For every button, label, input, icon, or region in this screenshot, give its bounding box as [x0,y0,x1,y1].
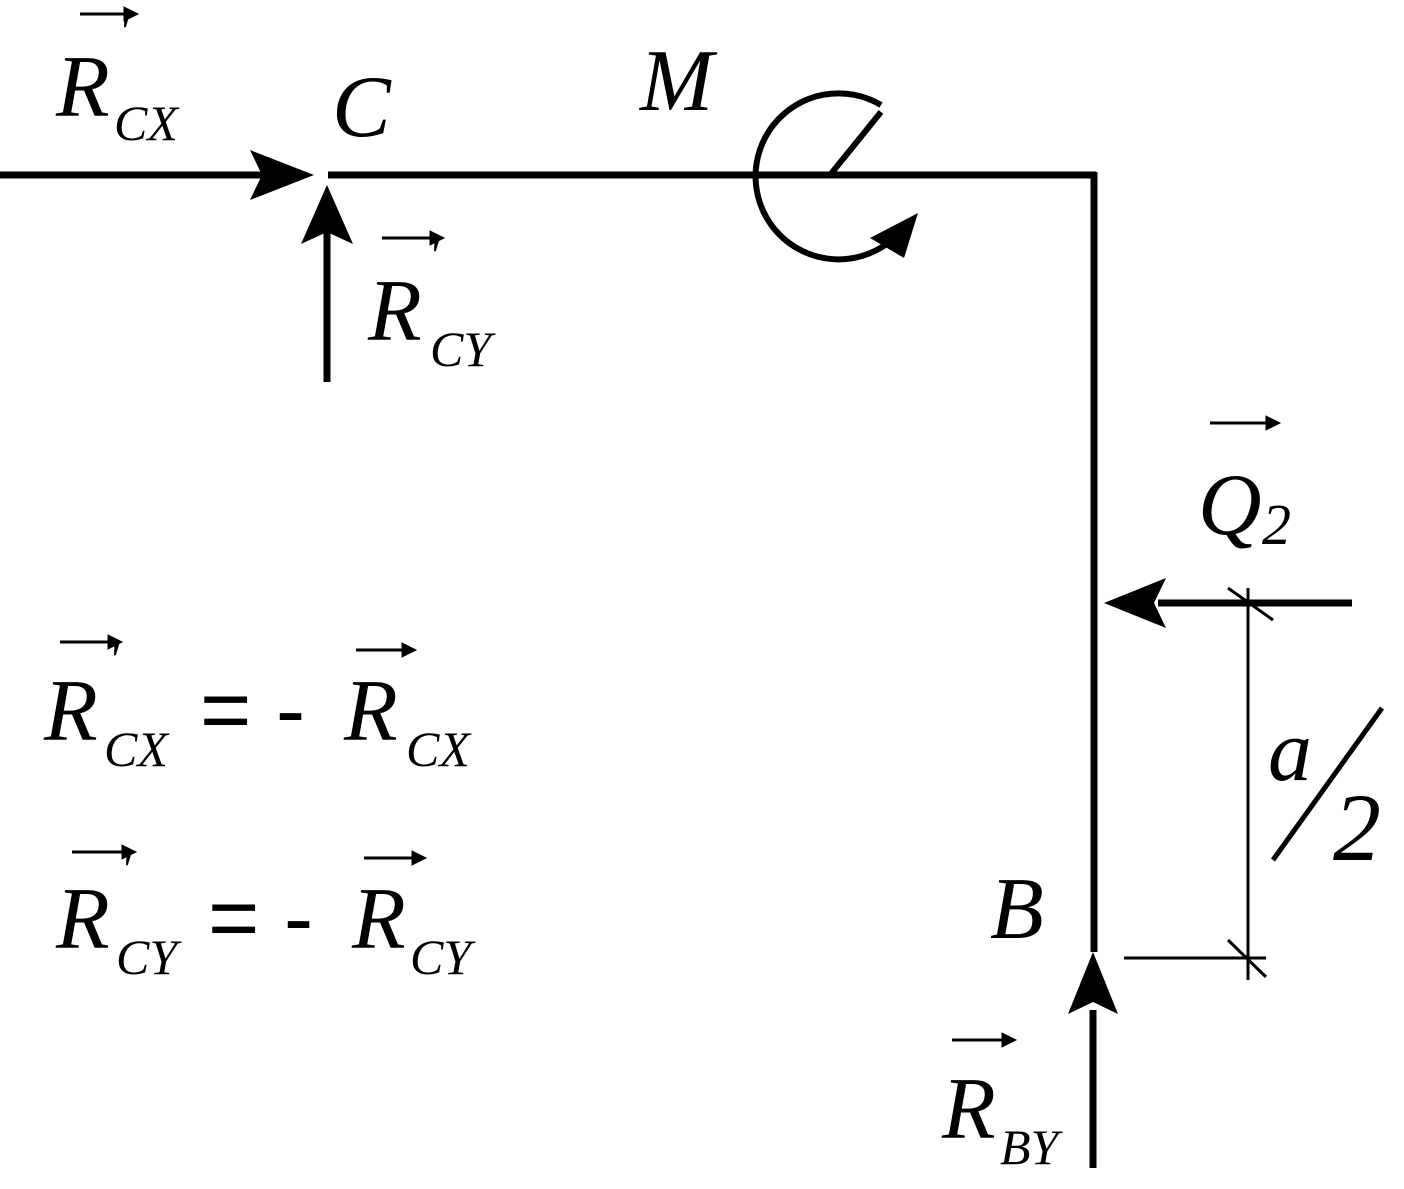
svg-text:': ' [120,841,132,897]
svg-text:R: R [343,663,398,760]
svg-text:CY: CY [116,929,182,985]
force-rcx-prime-arrow [0,150,314,200]
dimension-denominator: 2 [1333,774,1381,881]
svg-text:': ' [108,631,120,687]
svg-text:CY: CY [410,929,476,985]
equation-2: R ' CY = - R CY [55,841,476,985]
svg-text:CX: CX [406,721,472,777]
svg-text:Q: Q [1198,457,1262,554]
svg-text:': ' [428,227,440,283]
point-m-label: M [638,33,718,130]
svg-text:2: 2 [1262,492,1291,557]
label-rcy-prime: R ' CY [367,227,496,377]
svg-text:': ' [118,3,130,59]
dimension-line [1124,586,1385,980]
label-q2: Q 2 [1198,457,1291,557]
moment-m-symbol [752,90,918,263]
svg-text:R: R [367,263,422,360]
svg-text:= -: = - [208,868,313,967]
svg-text:BY: BY [1000,1119,1064,1175]
svg-text:R: R [55,871,110,968]
force-q2-arrow [1104,578,1352,628]
svg-text:R: R [351,871,406,968]
svg-text:CY: CY [430,321,496,377]
svg-text:CX: CX [104,721,170,777]
point-b-label: B [990,861,1044,958]
force-rcy-prime-arrow [301,185,353,382]
svg-text:R: R [941,1061,996,1158]
point-c-label: C [332,59,392,156]
label-rby: R BY [941,1061,1064,1175]
force-rby-arrow [1068,952,1118,1168]
svg-text:R: R [43,663,98,760]
dimension-numerator: a [1268,703,1312,800]
label-rcx-prime: R ' CX [55,3,180,151]
svg-text:CX: CX [114,95,180,151]
vector-arrow-marks [60,6,1282,1048]
equation-1: R ' CX = - R CX [43,631,472,777]
svg-text:= -: = - [200,660,305,759]
svg-text:R: R [55,39,110,136]
